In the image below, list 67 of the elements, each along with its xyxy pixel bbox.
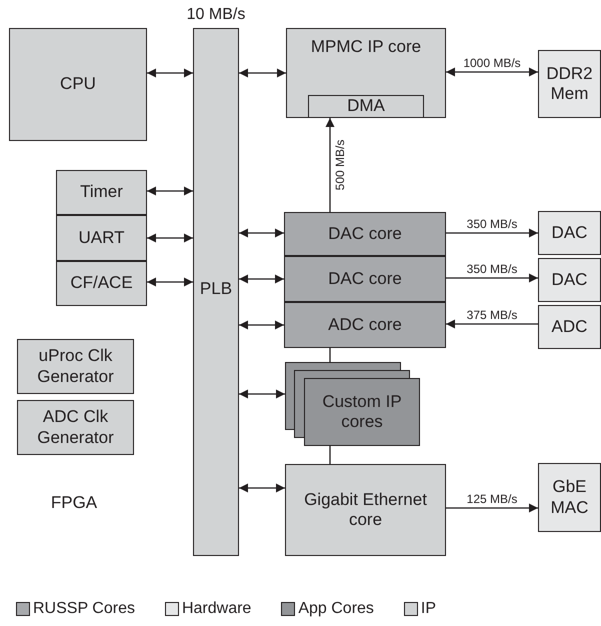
chip-label: FPGA — [50, 492, 98, 514]
node-label: DAC core — [328, 268, 402, 290]
bandwidth-label: 10 MB/s — [186, 5, 246, 24]
node-label: ADC core — [328, 314, 402, 336]
node-label: UART — [78, 228, 124, 248]
block-box — [286, 28, 446, 118]
block-box — [56, 261, 147, 306]
block-box — [538, 50, 601, 118]
arrow — [239, 228, 284, 238]
arrow — [239, 320, 284, 330]
node-label: DDR2 Mem — [545, 64, 594, 104]
block-box — [56, 170, 147, 215]
arrow — [239, 390, 285, 398]
node-label: ADC — [552, 316, 588, 338]
legend-label: App Cores — [298, 601, 374, 617]
node-label: CF/ACE — [70, 273, 133, 294]
block-box — [284, 212, 446, 256]
node-label: DAC — [552, 270, 588, 290]
node-label: ADC Clk Generator — [36, 407, 115, 448]
connector-line — [329, 446, 331, 464]
block-box — [17, 339, 134, 394]
arrow — [239, 274, 284, 284]
legend-label: RUSSP Cores — [33, 601, 135, 617]
node-label: GbE MAC — [550, 477, 590, 518]
edge-label: 125 MB/s — [466, 493, 518, 505]
block-box — [538, 211, 601, 255]
block-box — [9, 28, 147, 141]
block-box — [538, 305, 601, 349]
edge-label: 350 MB/s — [466, 263, 518, 275]
arrow — [446, 320, 538, 328]
arrow — [446, 504, 538, 512]
edge-label: 375 MB/s — [466, 309, 518, 321]
block-box — [285, 464, 446, 556]
block-box — [538, 258, 601, 302]
node-label: Gigabit Ethernet core — [303, 490, 428, 530]
arrow — [446, 274, 538, 282]
node-label: DAC — [552, 222, 588, 244]
arrow — [239, 484, 285, 492]
legend-label: IP — [420, 601, 436, 617]
block-box — [538, 463, 601, 532]
block-box — [284, 302, 446, 348]
block-box — [56, 215, 147, 261]
node-label: DAC core — [328, 224, 402, 244]
legend-label: Hardware — [182, 601, 252, 617]
node-label: Custom IP cores — [321, 392, 403, 432]
arrow — [446, 228, 538, 238]
node-label: CPU — [60, 74, 96, 95]
node-label: MPMC IP core — [310, 37, 422, 58]
block-box — [308, 95, 424, 118]
arrow — [326, 118, 334, 212]
arrow — [147, 278, 193, 286]
node-label: Timer — [80, 182, 123, 203]
arrow — [446, 68, 538, 76]
edge-label: 1000 MB/s — [463, 57, 521, 69]
node-label: DMA — [347, 96, 385, 117]
node-label: PLB — [200, 278, 232, 299]
block-box — [284, 256, 446, 302]
stacked-core-boxes — [285, 362, 420, 446]
arrow — [239, 68, 286, 78]
arrow — [147, 68, 193, 78]
block-box — [17, 400, 134, 455]
connector-line — [329, 348, 331, 362]
edge-label: 350 MB/s — [466, 218, 518, 230]
edge-label: 500 MB/s — [334, 140, 346, 190]
node-label: uProc Clk Generator — [36, 346, 115, 387]
arrow — [147, 186, 193, 196]
arrow — [147, 234, 193, 242]
